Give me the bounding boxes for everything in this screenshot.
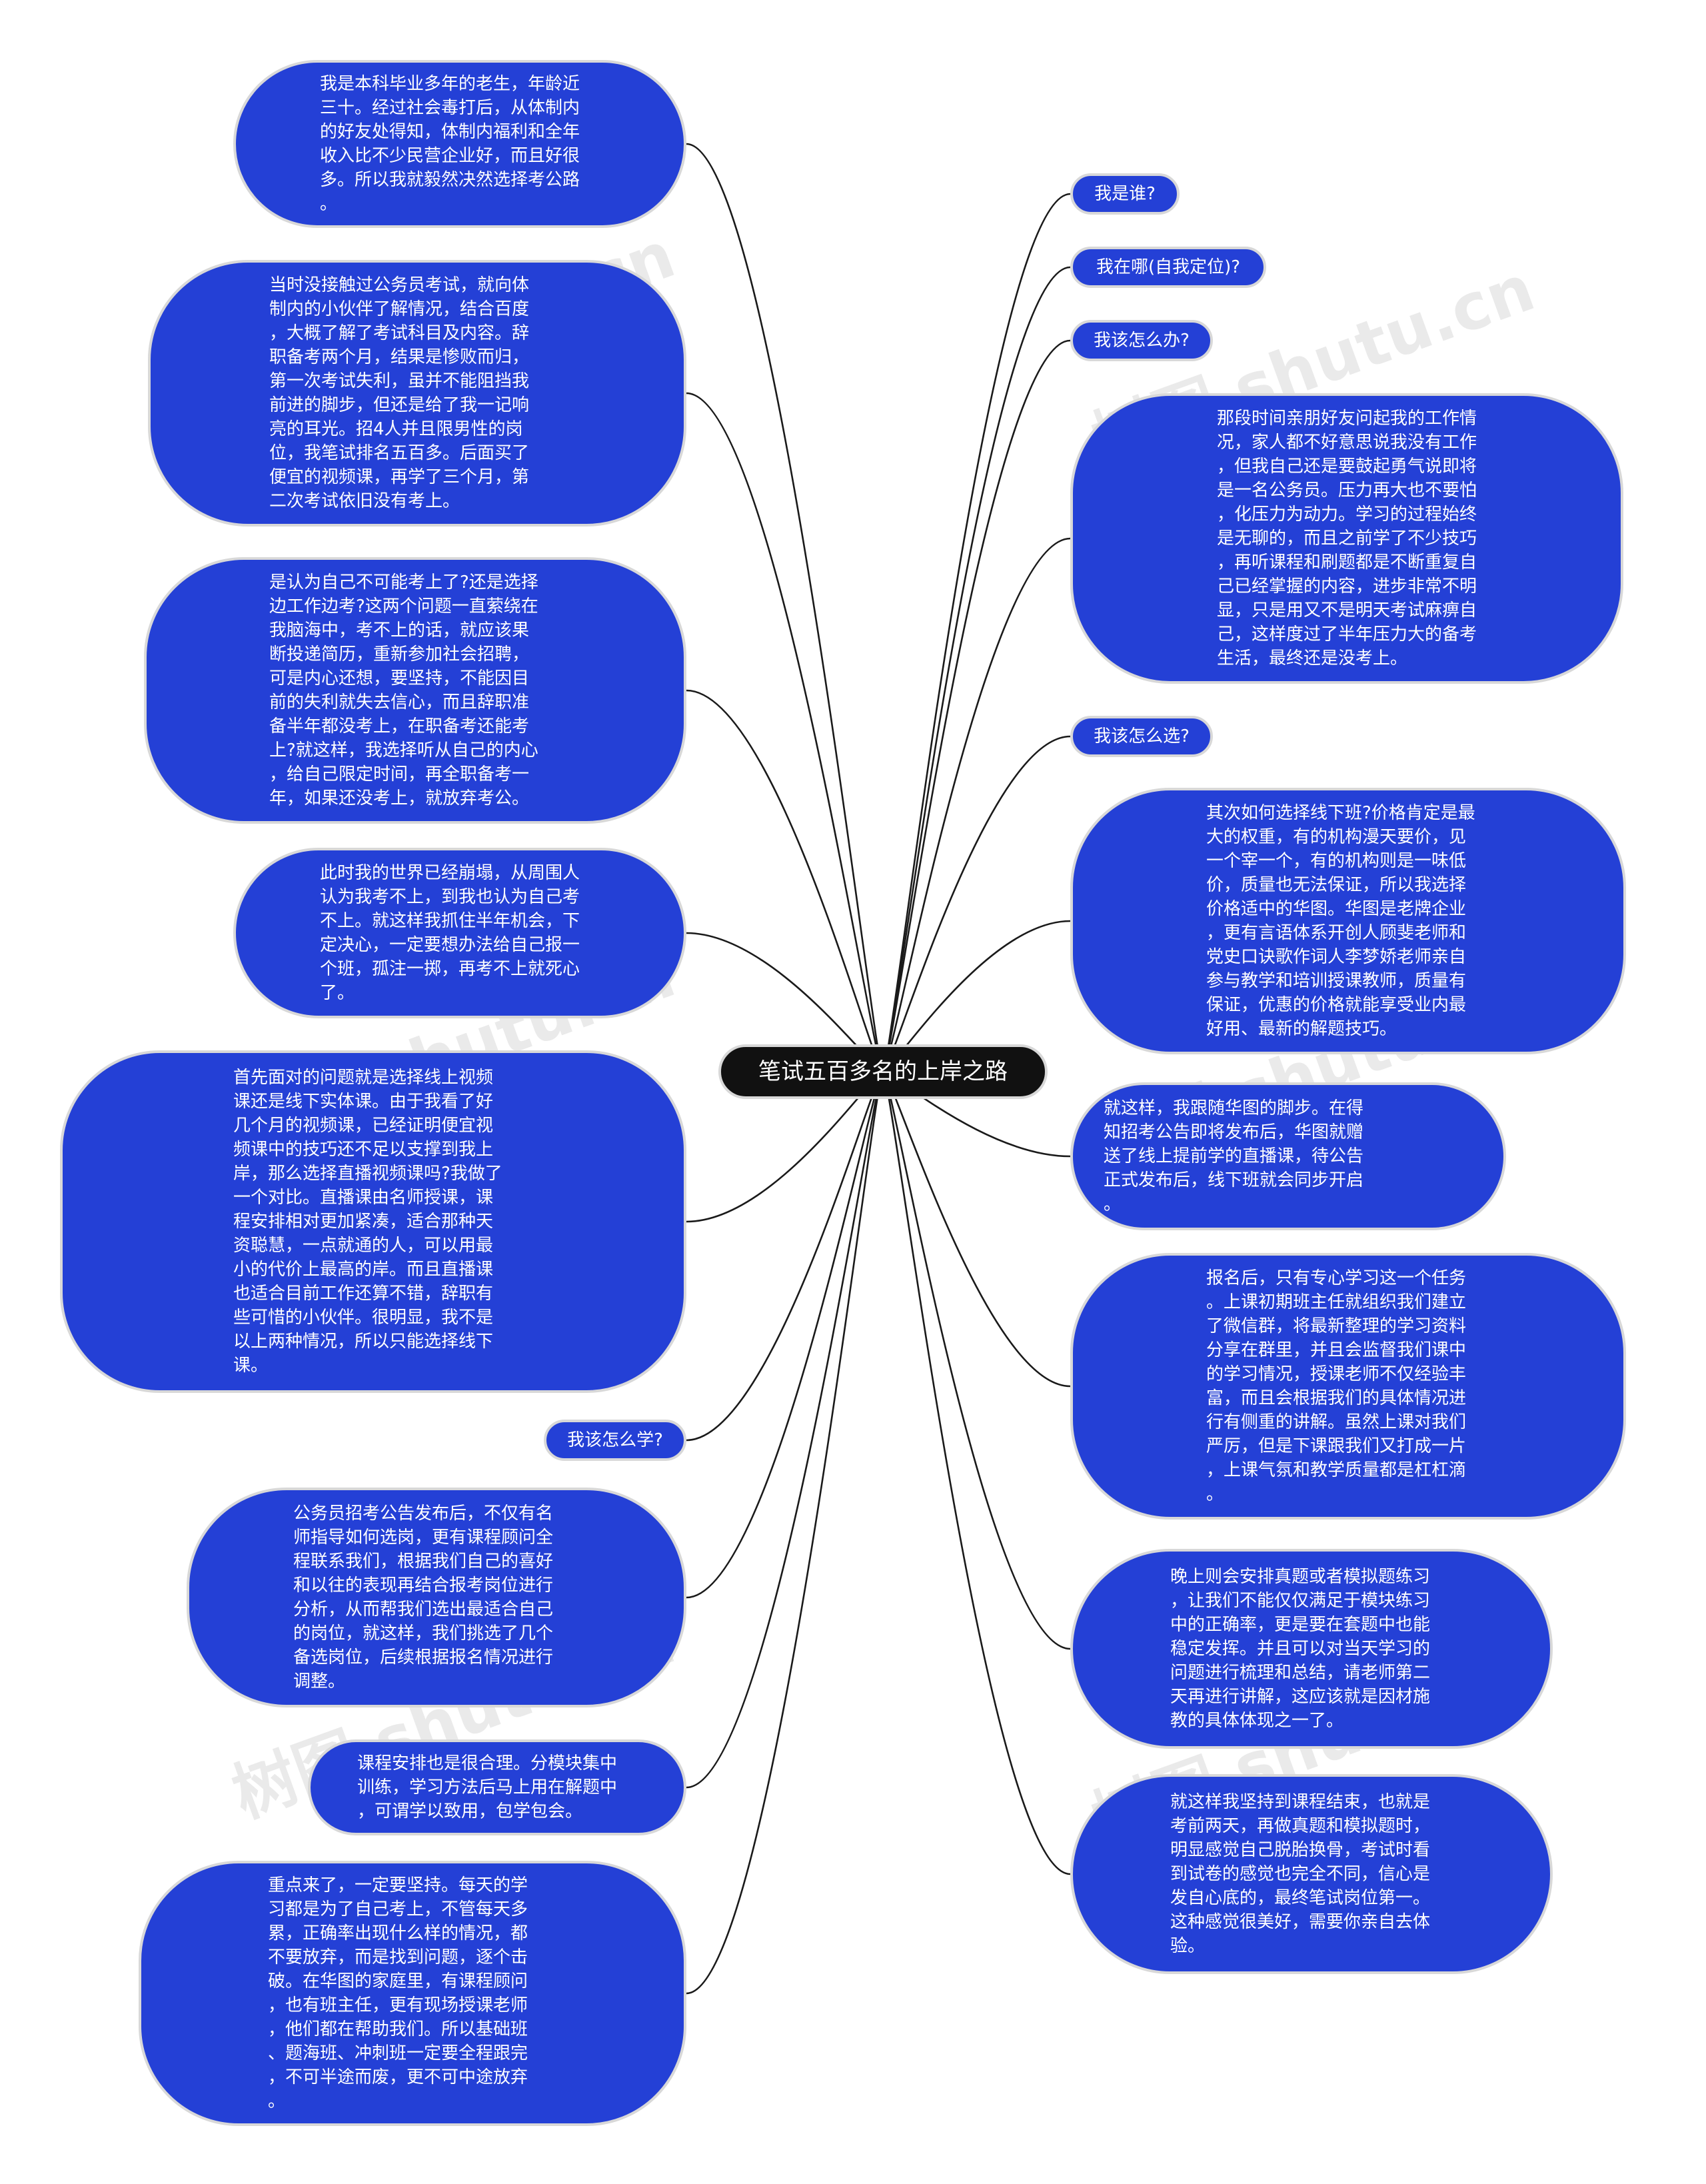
topic-node[interactable]: 我该怎么办? bbox=[1070, 320, 1213, 361]
connector-edge bbox=[882, 193, 1071, 1073]
topic-text: 我是本科毕业多年的老生，年龄近 三十。经过社会毒打后，从体制内 的好友处得知，体… bbox=[320, 74, 580, 214]
connector-edge bbox=[686, 143, 884, 1073]
topic-text: 其次如何选择线下班?价格肯定是最 大的权重，有的机构漫天要价，见 一个宰一个，有… bbox=[1206, 803, 1475, 1039]
connector-edge bbox=[882, 266, 1071, 1073]
topic-node[interactable]: 那段时间亲朋好友问起我的工作情 况，家人都不好意思说我没有工作 ，但我自己还是要… bbox=[1070, 393, 1623, 684]
topic-node[interactable]: 重点来了，一定要坚持。每天的学 习都是为了自己考上，不管每天多 累，正确率出现什… bbox=[139, 1861, 686, 2126]
connector-edge bbox=[882, 1070, 1071, 1388]
topic-node[interactable]: 公务员招考公告发布后，不仅有名 师指导如何选岗，更有课程顾问全 程联系我们，根据… bbox=[187, 1488, 686, 1707]
topic-node[interactable]: 首先面对的问题就是选择线上视频 课还是线下实体课。由于我看了好 几个月的视频课，… bbox=[60, 1050, 686, 1393]
connector-edge bbox=[686, 1070, 884, 1995]
topic-text: 课程安排也是很合理。分模块集中 训练，学习方法后马上用在解题中 ，可谓学以致用，… bbox=[357, 1753, 618, 1821]
topic-node[interactable]: 就这样，我跟随华图的脚步。在得 知招考公告即将发布后，华图就赠 送了线上提前学的… bbox=[1070, 1082, 1506, 1230]
topic-node[interactable]: 我是谁? bbox=[1070, 173, 1180, 215]
connector-edge bbox=[686, 1070, 884, 1442]
topic-node[interactable]: 此时我的世界已经崩塌，从周围人 认为我考不上，到我也认为自己考 不上。就这样我抓… bbox=[233, 848, 686, 1018]
topic-node[interactable]: 课程安排也是很合理。分模块集中 训练，学习方法后马上用在解题中 ，可谓学以致用，… bbox=[308, 1739, 686, 1835]
connector-edge bbox=[882, 537, 1071, 1073]
connector-edge bbox=[686, 1070, 884, 1599]
connector-edge bbox=[686, 392, 884, 1073]
connector-edge bbox=[882, 339, 1071, 1073]
topic-node[interactable]: 当时没接触过公务员考试，就向体 制内的小伙伴了解情况，结合百度 ，大概了解了考试… bbox=[148, 260, 686, 527]
topic-text: 报名后，只有专心学习这一个任务 。上课初期班主任就组织我们建立 了微信群，将最新… bbox=[1206, 1268, 1467, 1504]
connector-edge bbox=[686, 1070, 884, 1789]
topic-node[interactable]: 晚上则会安排真题或者模拟题练习 ，让我们不能仅仅满足于模块练习 中的正确率，更是… bbox=[1070, 1549, 1553, 1749]
connector-edge bbox=[882, 1070, 1071, 1650]
topic-node[interactable]: 报名后，只有专心学习这一个任务 。上课初期班主任就组织我们建立 了微信群，将最新… bbox=[1070, 1253, 1626, 1520]
topic-node[interactable]: 其次如何选择线下班?价格肯定是最 大的权重，有的机构漫天要价，见 一个宰一个，有… bbox=[1070, 788, 1626, 1054]
topic-node[interactable]: 我在哪(自我定位)? bbox=[1070, 247, 1266, 288]
topic-text: 当时没接触过公务员考试，就向体 制内的小伙伴了解情况，结合百度 ，大概了解了考试… bbox=[269, 275, 530, 511]
topic-node[interactable]: 我该怎么学? bbox=[544, 1420, 686, 1461]
root-node[interactable]: 笔试五百多名的上岸之路 bbox=[718, 1044, 1048, 1099]
topic-text: 重点来了，一定要坚持。每天的学 习都是为了自己考上，不管每天多 累，正确率出现什… bbox=[268, 1875, 528, 2111]
topic-node[interactable]: 就这样我坚持到课程结束，也就是 考前两天，再做真题和模拟题时， 明显感觉自己脱胎… bbox=[1070, 1774, 1553, 1974]
topic-text: 公务员招考公告发布后，不仅有名 师指导如何选岗，更有课程顾问全 程联系我们，根据… bbox=[293, 1504, 554, 1691]
topic-node[interactable]: 我该怎么选? bbox=[1070, 716, 1213, 757]
topic-text: 首先面对的问题就是选择线上视频 课还是线下实体课。由于我看了好 几个月的视频课，… bbox=[233, 1068, 502, 1376]
topic-text: 晚上则会安排真题或者模拟题练习 ，让我们不能仅仅满足于模块练习 中的正确率，更是… bbox=[1170, 1567, 1431, 1731]
topic-text: 就这样我坚持到课程结束，也就是 考前两天，再做真题和模拟题时， 明显感觉自己脱胎… bbox=[1170, 1792, 1431, 1956]
topic-text: 就这样，我跟随华图的脚步。在得 知招考公告即将发布后，华图就赠 送了线上提前学的… bbox=[1104, 1098, 1364, 1214]
topic-node[interactable]: 我是本科毕业多年的老生，年龄近 三十。经过社会毒打后，从体制内 的好友处得知，体… bbox=[233, 60, 686, 228]
connector-edge bbox=[882, 1070, 1071, 1875]
topic-text: 那段时间亲朋好友问起我的工作情 况，家人都不好意思说我没有工作 ，但我自己还是要… bbox=[1217, 409, 1477, 668]
topic-text: 是认为自己不可能考上了?还是选择 边工作边考?这两个问题一直萦绕在 我脑海中，考… bbox=[269, 572, 538, 808]
topic-text: 此时我的世界已经崩塌，从周围人 认为我考不上，到我也认为自己考 不上。就这样我抓… bbox=[320, 863, 580, 1003]
topic-node[interactable]: 是认为自己不可能考上了?还是选择 边工作边考?这两个问题一直萦绕在 我脑海中，考… bbox=[144, 557, 686, 824]
